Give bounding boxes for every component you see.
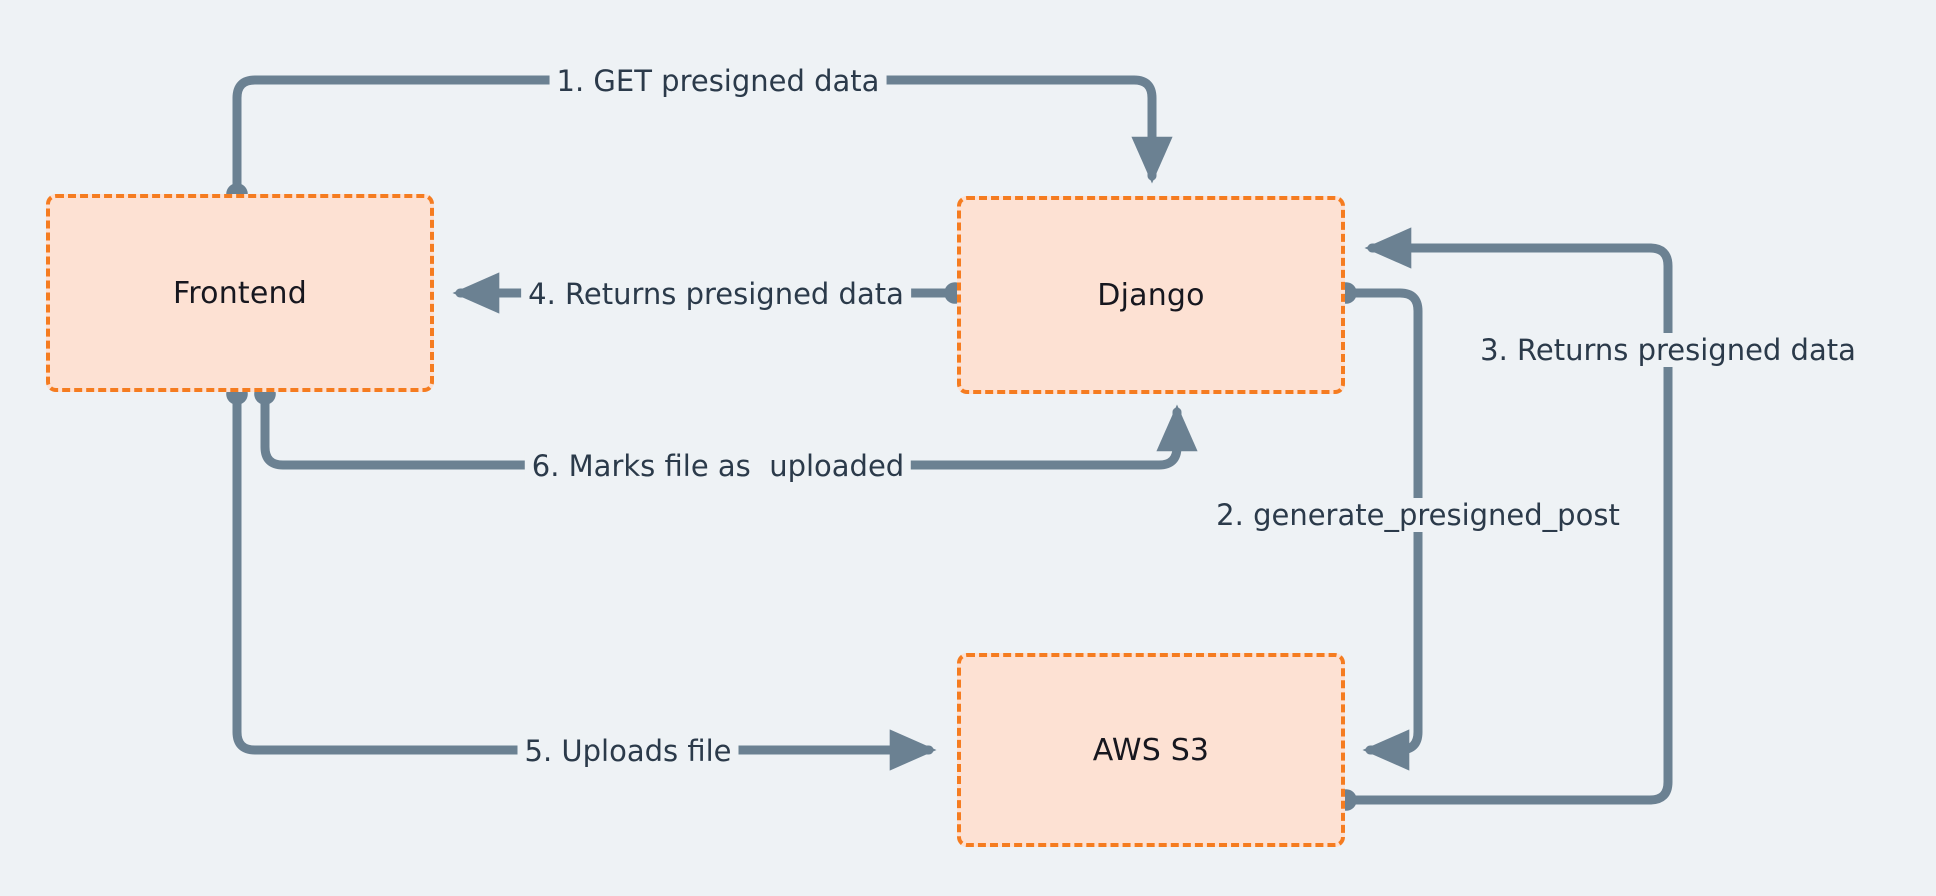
edge-label-generate-presigned-post: 2. generate_presigned_post [1209,498,1627,532]
node-frontend[interactable]: Frontend [46,194,434,392]
node-frontend-label: Frontend [173,275,307,311]
edge-label-returns-presigned-data-s3: 3. Returns presigned data [1473,333,1863,367]
edge-label-uploads-file: 5. Uploads file [517,734,739,768]
edge-path-uploads-file [226,383,937,771]
node-django[interactable]: Django [957,196,1345,394]
edge-label-get-presigned-data: 1. GET presigned data [549,64,887,98]
node-aws-s3-label: AWS S3 [1092,732,1210,768]
node-aws-s3[interactable]: AWS S3 [957,653,1345,847]
edge-label-marks-file-as-uploaded: 6. Marks file as uploaded [524,449,912,483]
edge-path-returns-presigned-data-s3 [1335,227,1673,811]
node-django-label: Django [1097,277,1205,313]
edge-label-returns-presigned-data-django: 4. Returns presigned data [521,277,911,311]
